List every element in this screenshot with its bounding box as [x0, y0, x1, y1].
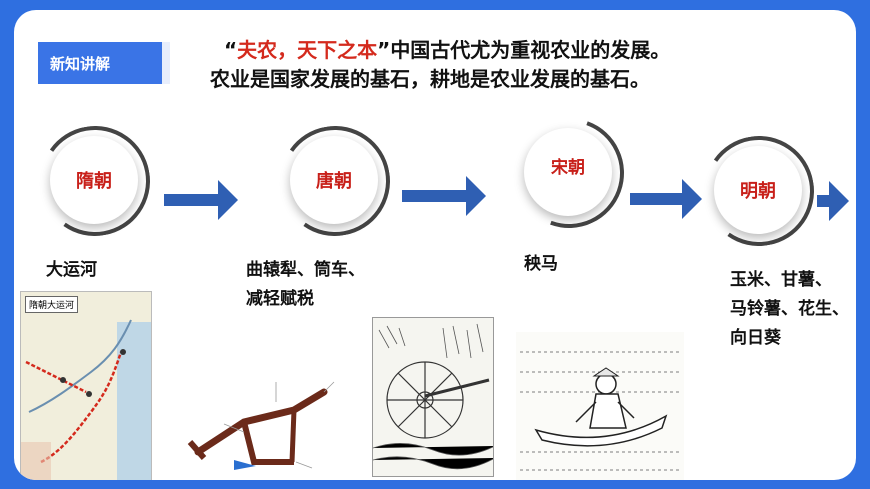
arrow-right-icon	[164, 180, 238, 220]
node-label-ming: 明朝	[714, 146, 802, 234]
node-ming: 明朝	[695, 127, 823, 255]
node-label-song: 宋朝	[524, 128, 612, 216]
title-highlight: 夫农，天下之本	[237, 38, 378, 62]
node-song: 宋朝	[495, 99, 643, 247]
caption-song: 秧马	[524, 254, 558, 274]
caption-tang: 曲辕犁、筒车、 减轻赋税	[246, 260, 365, 309]
slide-title: “夫农，天下之本”中国古代尤为重视农业的发展。 农业是国家发展的基石，耕地是农业…	[210, 36, 856, 94]
caption-ming: 玉米、甘薯、 马铃薯、花生、 向日葵	[730, 270, 849, 348]
title-line-1: “夫农，天下之本”中国古代尤为重视农业的发展。	[224, 36, 856, 65]
quote-open: “	[224, 38, 238, 62]
node-label-sui: 隋朝	[50, 136, 138, 224]
slide-canvas: 新知讲解 “夫农，天下之本”中国古代尤为重视农业的发展。 农业是国家发展的基石，…	[14, 10, 856, 480]
node-sui: 隋朝	[31, 117, 159, 245]
title-rest: 中国古代尤为重视农业的发展。	[390, 38, 671, 62]
section-badge: 新知讲解	[38, 42, 170, 84]
caption-sui: 大运河	[46, 260, 97, 280]
rice-seedling-horse-image	[516, 332, 684, 480]
quote-close: ”	[377, 38, 391, 62]
arrow-right-icon	[817, 181, 851, 221]
curved-shaft-plow-image	[184, 362, 354, 480]
title-line-2: 农业是国家发展的基石，耕地是农业发展的基石。	[210, 67, 650, 91]
grand-canal-map-image: 隋朝大运河	[20, 291, 152, 480]
node-tang: 唐朝	[271, 117, 399, 245]
water-wheel-image	[372, 317, 494, 477]
map-label: 隋朝大运河	[25, 296, 79, 313]
arrow-right-icon	[630, 179, 702, 219]
node-label-tang: 唐朝	[290, 136, 378, 224]
arrow-right-icon	[402, 176, 486, 216]
